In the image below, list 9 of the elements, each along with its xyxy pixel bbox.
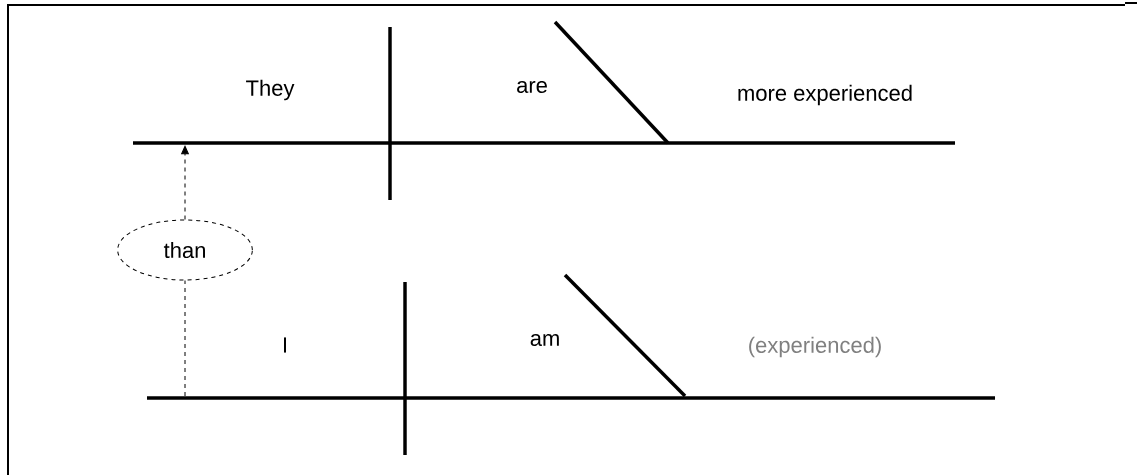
word: am (530, 334, 559, 347)
word: are (517, 81, 547, 93)
word: They (246, 79, 295, 101)
baseline (147, 396, 995, 400)
word: (experienced) (749, 336, 881, 358)
connector (181, 145, 189, 220)
word: I (284, 337, 287, 353)
connector (184, 280, 186, 397)
word: more experienced (738, 84, 912, 106)
